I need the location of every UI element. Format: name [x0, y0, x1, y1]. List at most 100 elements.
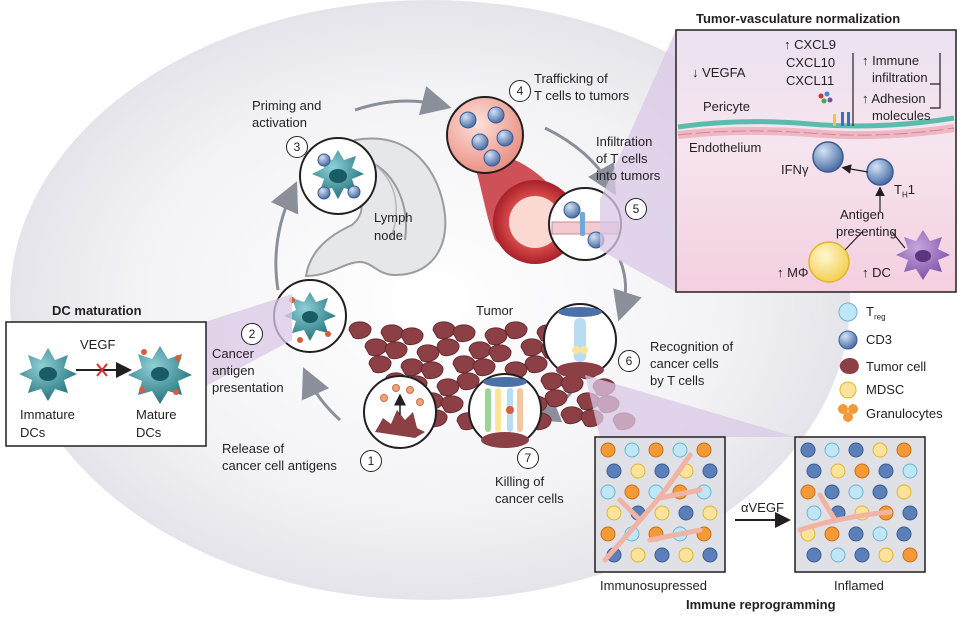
step-7-number: 7 [517, 447, 539, 469]
legend-granulocytes: Granulocytes [866, 406, 943, 421]
step-1-number: 1 [360, 450, 382, 472]
mdsc [630, 547, 646, 563]
immature-dc-icon [19, 348, 77, 401]
treg [600, 484, 616, 500]
mdsc [896, 484, 912, 500]
tumor-cell [504, 321, 528, 340]
step-3-label-line2: activation [252, 115, 307, 130]
mature-dcs-line1: Mature [136, 407, 177, 422]
legend-mdsc: MDSC [866, 382, 905, 397]
vegf-label: VEGF [80, 337, 116, 352]
release-circle [363, 375, 437, 449]
cd3-cell [806, 547, 822, 563]
step-7-label-line1: Killing of [495, 474, 545, 489]
treg [902, 463, 918, 479]
tumor-cell [488, 344, 512, 363]
vessel-wall [677, 115, 955, 140]
tumor-cell [544, 389, 568, 408]
granulocyte [854, 463, 870, 479]
treg [824, 442, 840, 458]
tumor-cell [368, 355, 392, 374]
step-5-label-line1: Infiltration [596, 134, 653, 149]
mdsc [678, 547, 694, 563]
step-6-number: 6 [618, 350, 640, 372]
dc-increase-label: ↑ DC [862, 265, 891, 280]
mdsc [872, 442, 888, 458]
granulocyte [824, 526, 840, 542]
treg [806, 505, 822, 521]
immune-infiltration-line1: ↑ Immune [862, 53, 920, 68]
immune-reprogramming-title: Immune reprogramming [686, 597, 836, 612]
granulocyte [624, 484, 640, 500]
avegf-label: αVEGF [741, 500, 784, 515]
tumor-cell [384, 341, 408, 360]
cd3-cell [654, 547, 670, 563]
killing-circle [468, 373, 542, 448]
endothelium-label: Endothelium [689, 140, 762, 155]
legend-treg: Treg [866, 304, 886, 322]
granulocyte [896, 442, 912, 458]
vegfa-label: ↓ VEGFA [692, 65, 746, 80]
cd3-cell [848, 526, 864, 542]
mdsc [654, 505, 670, 521]
step-2-label-line3: presentation [212, 380, 284, 395]
recognition-circle [543, 303, 617, 378]
cd3-cell [824, 484, 840, 500]
mature-dc-icon [128, 346, 192, 404]
th1-label: TH1 [894, 182, 915, 200]
step-7-label-line2: cancer cells [495, 491, 564, 506]
cd3-cell [878, 463, 894, 479]
tumor-cell [420, 361, 444, 380]
mdsc [606, 505, 622, 521]
reprogramming-callout-wedge [585, 375, 795, 437]
adhesion-molecules-line2: molecules [872, 108, 931, 123]
mdsc [630, 463, 646, 479]
cd3-cell [854, 547, 870, 563]
legend-icons [838, 302, 859, 422]
tumor-cell [348, 321, 372, 340]
panel-connectors [841, 53, 941, 251]
ifn-gamma-label: IFNγ [781, 162, 809, 177]
priming-circle [299, 137, 377, 215]
inflamed-label: Inflamed [834, 578, 884, 593]
cd3-cell [848, 442, 864, 458]
step-5-number: 5 [625, 198, 647, 220]
cxcl10-label: CXCL10 [786, 55, 836, 70]
granulocyte [800, 484, 816, 500]
cd3-cell [654, 463, 670, 479]
cd3-cell [872, 484, 888, 500]
adhesion-molecules-icon [833, 112, 850, 126]
granulocyte [902, 547, 918, 563]
mature-dcs-line2: DCs [136, 425, 162, 440]
step-4-label-line1: Trafficking of [534, 71, 608, 86]
step-5-label-line2: of T cells [596, 151, 648, 166]
panel-purple-dc-icon [896, 230, 950, 280]
lymph-node-label-line1: Lymph [374, 210, 413, 225]
step-6-label-line3: by T cells [650, 373, 705, 388]
granulocyte [600, 526, 616, 542]
immature-dcs-line2: DCs [20, 425, 46, 440]
cd3-cell [902, 505, 918, 521]
step-1-label-line2: cancer cell antigens [222, 458, 337, 473]
immature-dcs-line1: Immature [20, 407, 75, 422]
immune-infiltration-line2: infiltration [872, 70, 928, 85]
antigen-presenting-line1: Antigen [840, 207, 885, 222]
treg [672, 442, 688, 458]
mdsc [830, 463, 846, 479]
treg [624, 442, 640, 458]
step-1-label-line1: Release of [222, 441, 285, 456]
lymph-node-label-line2: node [374, 228, 403, 243]
mdsc [878, 547, 894, 563]
cxcl11-label: CXCL11 [786, 73, 835, 88]
treg [872, 526, 888, 542]
tumor-cell [560, 375, 584, 394]
inflamed-panel [794, 436, 926, 573]
vasculature-callout-wedge [600, 30, 676, 292]
tumor-cell [436, 338, 460, 357]
legend-tumor-cell: Tumor cell [866, 359, 927, 374]
tumor-cell [440, 395, 464, 414]
mdsc [702, 505, 718, 521]
dc-maturation-title: DC maturation [52, 303, 142, 318]
